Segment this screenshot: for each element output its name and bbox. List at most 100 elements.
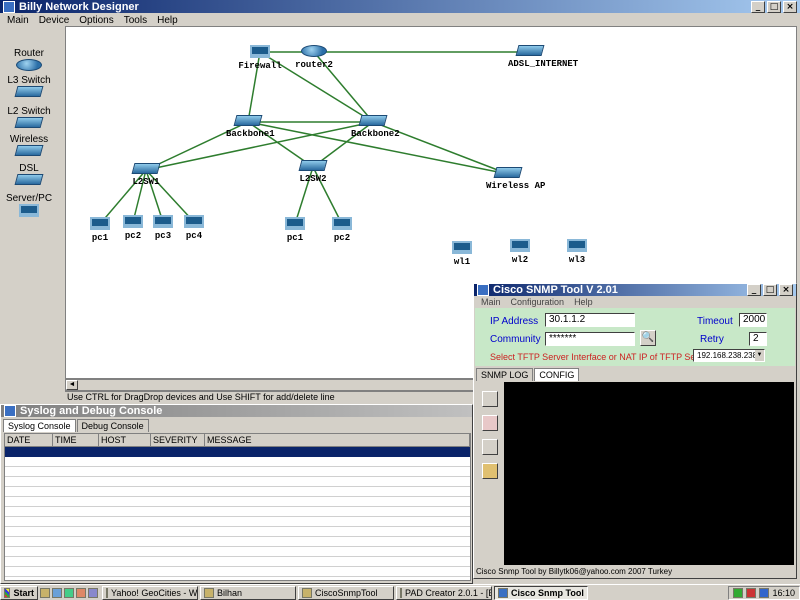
link-L2SW2-pc2b[interactable] xyxy=(312,166,343,225)
node-WirelessAP[interactable]: Wireless AP xyxy=(486,167,545,191)
col-date[interactable]: DATE xyxy=(5,434,53,447)
node-pc1a[interactable]: pc1 xyxy=(78,217,122,243)
snmp-maximize-button[interactable]: □ xyxy=(763,284,777,296)
menu-device[interactable]: Device xyxy=(38,15,70,26)
ip-address-input[interactable]: 30.1.1.2 xyxy=(545,313,635,327)
node-L2SW2[interactable]: L2SW2 xyxy=(291,160,335,184)
node-pc3a[interactable]: pc3 xyxy=(141,215,185,241)
link-Firewall-Backbone1[interactable] xyxy=(247,51,261,123)
node-router2[interactable]: router2 xyxy=(292,45,336,70)
tab-snmp-log[interactable]: SNMP LOG xyxy=(476,368,534,381)
table-row[interactable] xyxy=(5,497,470,507)
node-ADSL_INTERNET[interactable]: ADSL_INTERNET xyxy=(508,45,578,69)
snmp-close-button[interactable]: × xyxy=(779,284,793,296)
search-icon[interactable]: 🔍 xyxy=(640,330,656,346)
palette-wireless[interactable]: Wireless xyxy=(5,134,53,159)
col-message[interactable]: MESSAGE xyxy=(205,434,470,447)
tab-syslog-console[interactable]: Syslog Console xyxy=(3,419,76,432)
task-yahoo[interactable]: Yahoo! GeoCities - Wind... xyxy=(102,585,198,600)
node-L2SW1[interactable]: L2SW1 xyxy=(124,163,168,187)
menu-tools[interactable]: Tools xyxy=(123,15,148,26)
node-Backbone2[interactable]: Backbone2 xyxy=(351,115,400,139)
table-row[interactable] xyxy=(5,507,470,517)
quicklaunch-icon[interactable] xyxy=(64,587,74,598)
link-L2SW1-pc2a[interactable] xyxy=(132,169,147,223)
col-host[interactable]: HOST xyxy=(99,434,151,447)
menu-help[interactable]: Help xyxy=(157,15,178,26)
tftp-ip-select[interactable]: 192.168.238.238 xyxy=(693,349,765,362)
quicklaunch-icon[interactable] xyxy=(52,587,62,598)
col-severity[interactable]: SEVERITY xyxy=(151,434,205,447)
node-wl2[interactable]: wl2 xyxy=(498,239,542,265)
quicklaunch-icon[interactable] xyxy=(88,587,98,598)
task-cisco-snmp-tool[interactable]: Cisco Snmp Tool xyxy=(494,585,588,600)
link-L2SW1-pc1a[interactable] xyxy=(99,169,147,225)
start-button[interactable]: Start xyxy=(0,585,38,600)
palette-server-pc[interactable]: Server/PC xyxy=(5,193,53,220)
node-wl3[interactable]: wl3 xyxy=(555,239,599,265)
open-config-icon[interactable] xyxy=(482,391,498,407)
quicklaunch-icon[interactable] xyxy=(40,587,50,598)
link-L2SW2-pc1b[interactable] xyxy=(294,166,314,225)
snmp-menu-configuration[interactable]: Configuration xyxy=(510,297,565,307)
menu-main[interactable]: Main xyxy=(7,15,29,26)
community-input[interactable]: ******* xyxy=(545,332,635,346)
tray-icon[interactable] xyxy=(746,587,757,598)
node-Firewall[interactable]: Firewall xyxy=(238,45,282,71)
tab-debug-console[interactable]: Debug Console xyxy=(76,419,149,432)
table-row[interactable] xyxy=(5,567,470,577)
tray-icon[interactable] xyxy=(759,587,770,598)
link-Backbone1-L2SW2[interactable] xyxy=(247,121,314,168)
link-Backbone2-L2SW1[interactable] xyxy=(145,121,374,171)
node-Backbone1[interactable]: Backbone1 xyxy=(226,115,275,139)
chevron-down-icon[interactable]: ▼ xyxy=(755,350,764,361)
link-Backbone1-WirelessAP[interactable] xyxy=(247,121,509,175)
timeout-input[interactable]: 2000 xyxy=(739,313,767,327)
snmp-menu-main[interactable]: Main xyxy=(481,297,501,307)
close-button[interactable]: × xyxy=(783,0,797,13)
tray-icon[interactable] xyxy=(733,587,744,598)
node-pc1b[interactable]: pc1 xyxy=(273,217,317,243)
link-Backbone1-L2SW1[interactable] xyxy=(145,121,249,171)
exit-icon[interactable] xyxy=(482,463,498,479)
syslog-grid[interactable]: DATE TIME HOST SEVERITY MESSAGE xyxy=(4,433,471,581)
table-row[interactable] xyxy=(5,477,470,487)
table-row[interactable] xyxy=(5,527,470,537)
snmp-minimize-button[interactable]: _ xyxy=(747,284,761,296)
menu-options[interactable]: Options xyxy=(79,15,114,26)
selected-row[interactable] xyxy=(5,447,470,457)
node-pc2b[interactable]: pc2 xyxy=(320,217,364,243)
maximize-button[interactable]: □ xyxy=(767,0,781,13)
minimize-button[interactable]: _ xyxy=(751,0,765,13)
table-row[interactable] xyxy=(5,487,470,497)
task-pad-creator[interactable]: PAD Creator 2.0.1 - [Bil... xyxy=(396,585,492,600)
link-Backbone2-WirelessAP[interactable] xyxy=(372,121,509,175)
table-row[interactable] xyxy=(5,537,470,547)
palette-l3-switch[interactable]: L3 Switch xyxy=(5,75,53,100)
link-router2-Backbone2[interactable] xyxy=(313,51,374,123)
task-ciscosnmptool-folder[interactable]: CiscoSnmpTool xyxy=(298,585,394,600)
node-pc2a[interactable]: pc2 xyxy=(111,215,155,241)
node-wl1[interactable]: wl1 xyxy=(440,241,484,267)
node-pc4a[interactable]: pc4 xyxy=(172,215,216,241)
quicklaunch-icon[interactable] xyxy=(76,587,86,598)
link-Backbone2-L2SW2[interactable] xyxy=(312,121,374,168)
palette-router[interactable]: Router xyxy=(5,48,53,74)
table-row[interactable] xyxy=(5,457,470,467)
config-output-console[interactable] xyxy=(504,382,794,565)
retry-input[interactable]: 2 xyxy=(749,332,767,346)
link-L2SW1-pc4a[interactable] xyxy=(145,169,195,223)
snmp-menu-help[interactable]: Help xyxy=(574,297,593,307)
print-icon[interactable] xyxy=(482,439,498,455)
scroll-left-button[interactable]: ◄ xyxy=(66,380,78,390)
palette-l2-switch[interactable]: L2 Switch xyxy=(5,106,53,131)
link-Firewall-Backbone2[interactable] xyxy=(259,51,374,123)
table-row[interactable] xyxy=(5,467,470,477)
table-row[interactable] xyxy=(5,517,470,527)
col-time[interactable]: TIME xyxy=(53,434,99,447)
table-row[interactable] xyxy=(5,547,470,557)
tab-config[interactable]: CONFIG xyxy=(534,368,580,381)
link-L2SW1-pc3a[interactable] xyxy=(145,169,164,223)
save-config-icon[interactable] xyxy=(482,415,498,431)
palette-dsl[interactable]: DSL xyxy=(5,163,53,188)
